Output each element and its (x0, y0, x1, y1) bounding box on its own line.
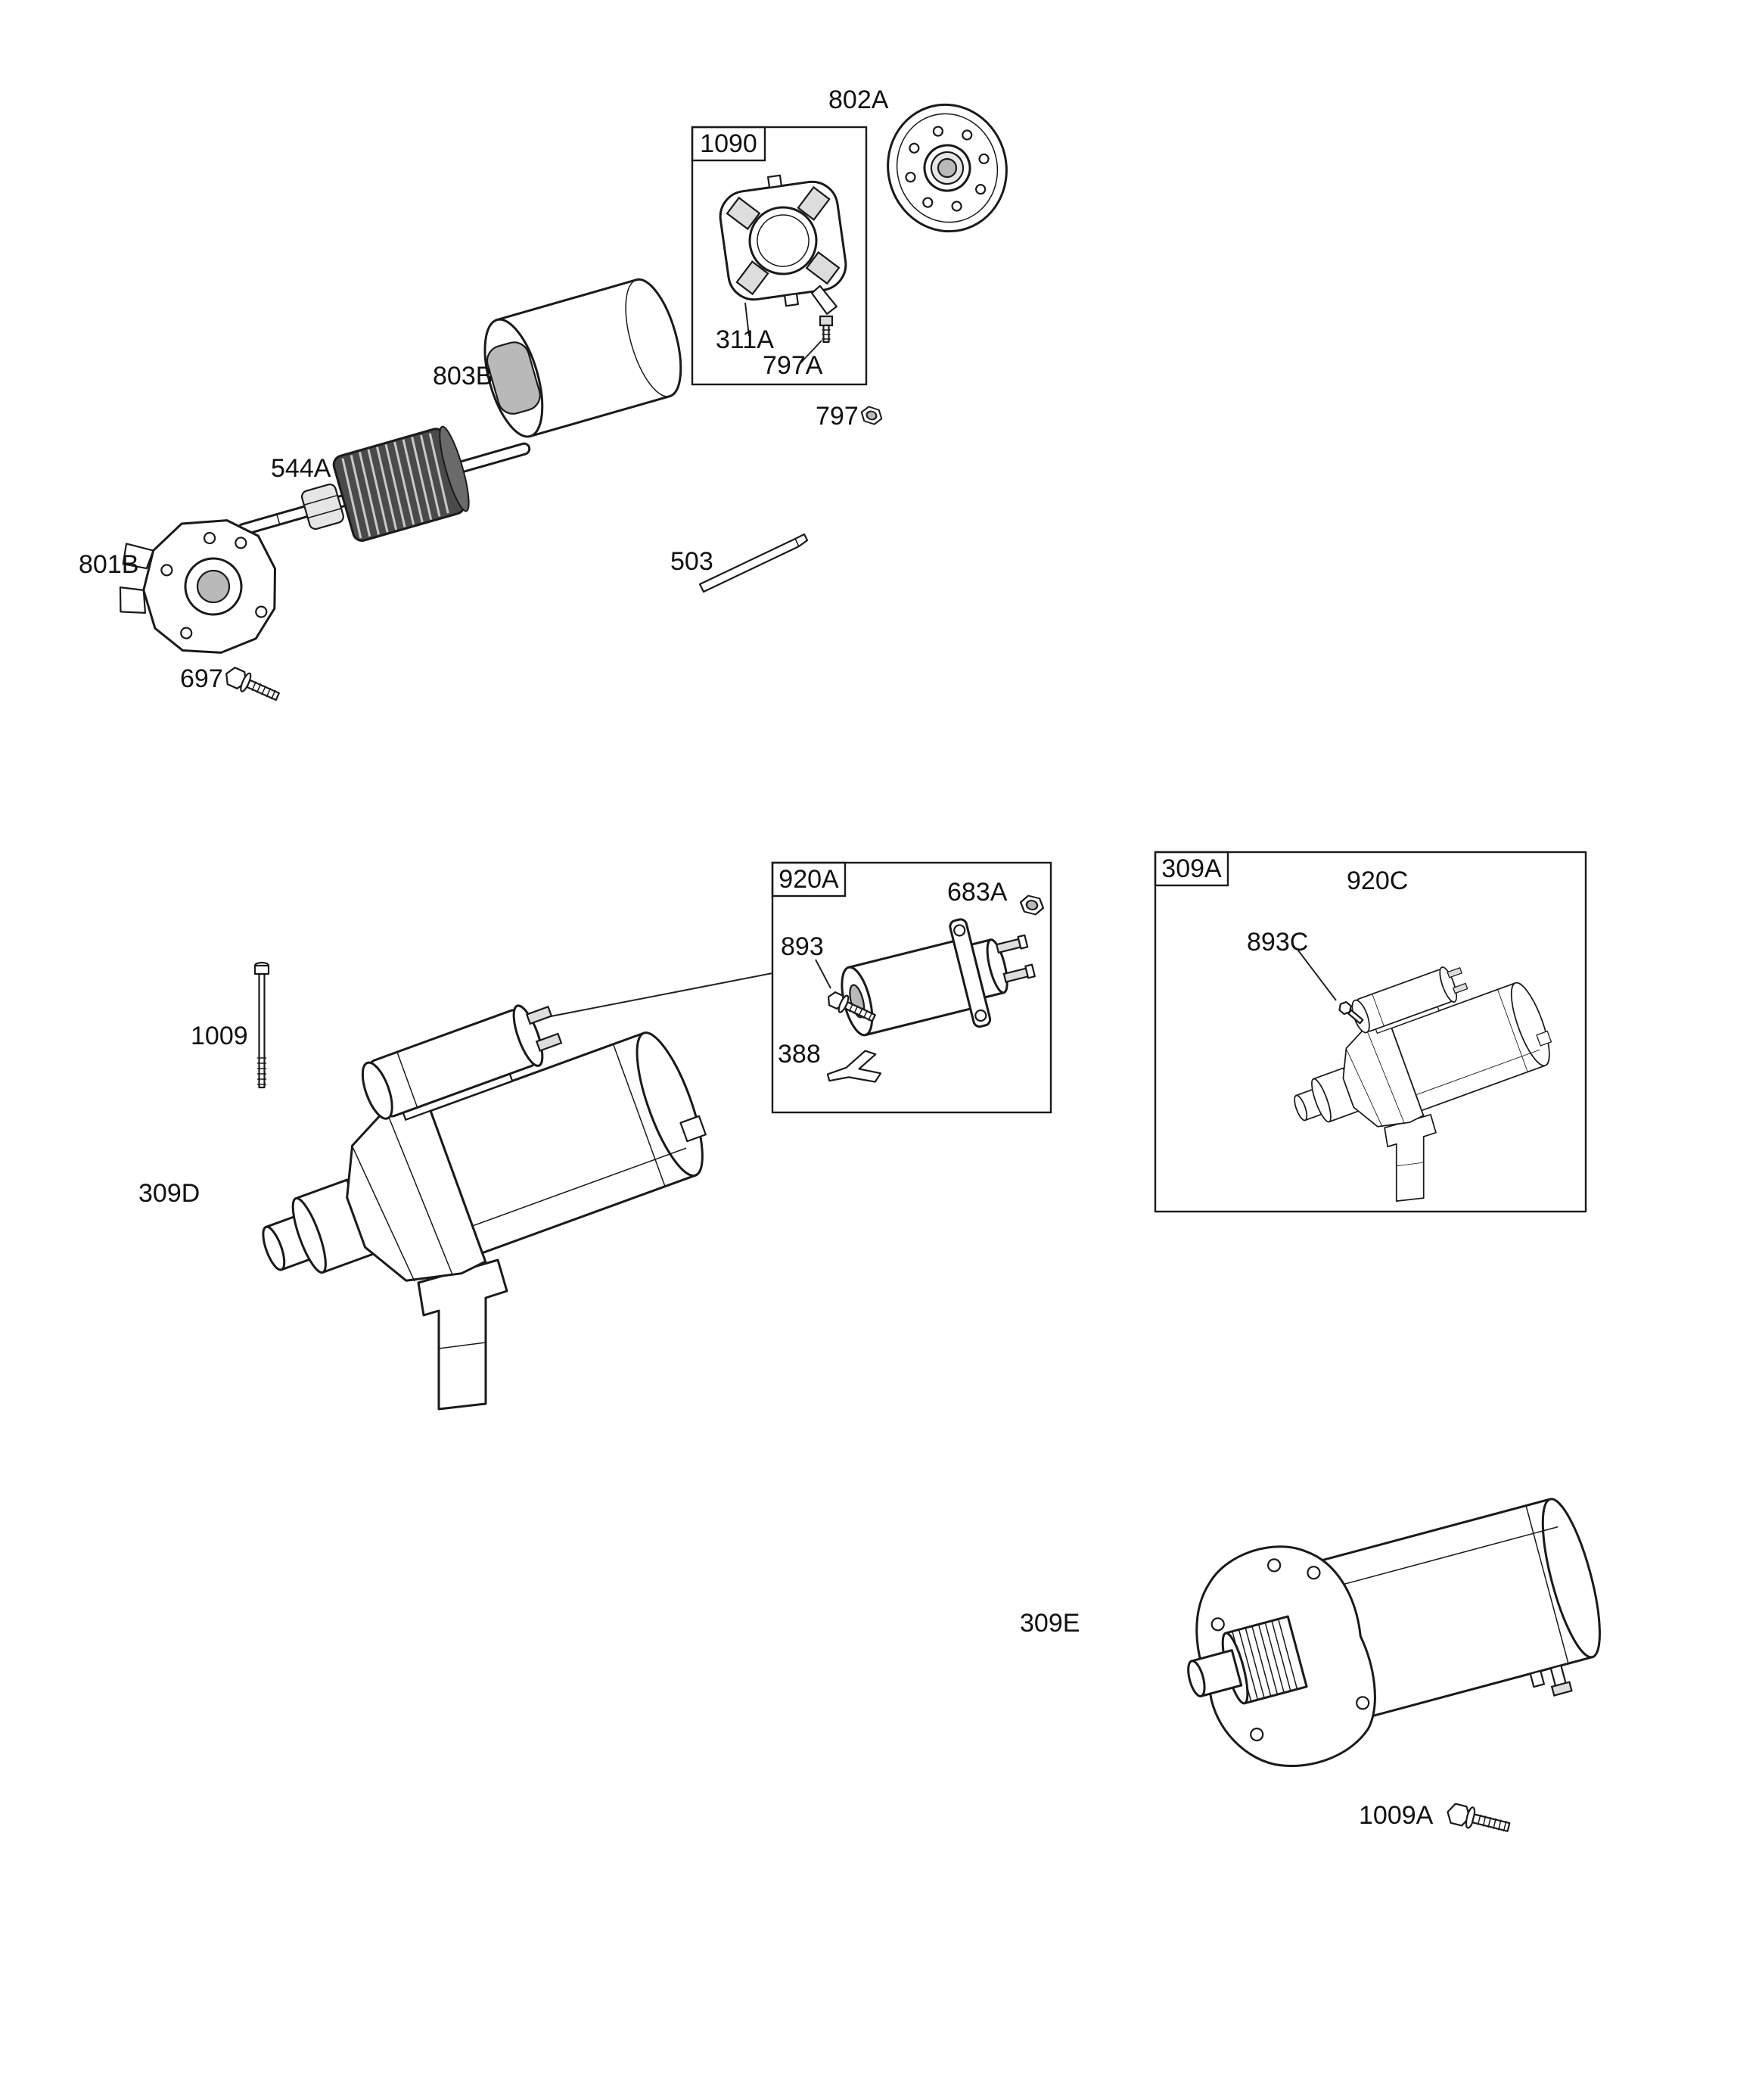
part-label-388: 388 (778, 1040, 821, 1069)
part-920A-solenoid (841, 918, 1036, 1037)
part-801B-end-bracket (119, 519, 277, 654)
part-label-801B: 801B (79, 550, 138, 579)
part-label-503: 503 (670, 547, 713, 576)
part-1009-bolt (253, 961, 270, 1089)
part-label-683A: 683A (947, 878, 1008, 907)
part-309D-starter-motor (216, 959, 723, 1411)
leader-line-797A (798, 340, 822, 366)
part-label-797A: 797A (763, 351, 823, 380)
part-309E-starter-motor (1187, 1498, 1601, 1768)
part-544A-armature (237, 425, 531, 542)
part-label-802A: 802A (828, 86, 889, 114)
part-802A-end-cap-plate (887, 103, 1008, 233)
group-box-label-frame-920A (771, 861, 847, 898)
part-803B-housing (483, 278, 682, 438)
part-label-1009: 1009 (191, 1022, 248, 1050)
group-label-1090: 1090 (700, 129, 757, 158)
group-box-1090 (691, 126, 868, 386)
part-503-spring-strip (698, 533, 809, 593)
part-label-309D: 309D (138, 1179, 200, 1208)
part-label-893: 893 (781, 932, 824, 961)
leader-line-311A (744, 302, 750, 337)
part-1009A-bolt (1447, 1803, 1511, 1832)
part-label-1009A: 1009A (1359, 1801, 1434, 1830)
part-label-311A: 311A (716, 325, 774, 354)
group-box-309A (1154, 851, 1587, 1213)
leader-line-893C (1297, 950, 1337, 1001)
part-label-697: 697 (180, 664, 223, 693)
group-box-label-frame-309A (1154, 851, 1229, 887)
part-797A-terminal-screw (819, 315, 834, 344)
part-label-893C: 893C (1247, 928, 1308, 957)
group-box-920A (771, 861, 1052, 1114)
group-label-920A: 920A (778, 865, 839, 894)
part-label-797: 797 (816, 402, 859, 431)
part-311A-brush-holder (719, 174, 847, 315)
leader-line-893 (815, 959, 831, 989)
part-388-retainer-clip (826, 1050, 882, 1083)
part-label-309E: 309E (1020, 1609, 1080, 1638)
part-label-920C: 920C (1347, 866, 1408, 895)
group-label-309A: 309A (1161, 854, 1222, 883)
leader-line-920A-to-309D (523, 972, 773, 1022)
part-label-544A: 544A (271, 454, 331, 483)
group-box-label-frame-1090 (691, 126, 766, 162)
part-920C-starter-motor (1266, 940, 1562, 1202)
part-697-screw (225, 667, 280, 702)
part-683A-nut (1019, 894, 1045, 916)
part-797-nut (860, 406, 883, 425)
part-label-803B: 803B (433, 362, 493, 390)
part-893C-screw (1338, 1000, 1364, 1025)
part-893-screw (827, 991, 876, 1022)
